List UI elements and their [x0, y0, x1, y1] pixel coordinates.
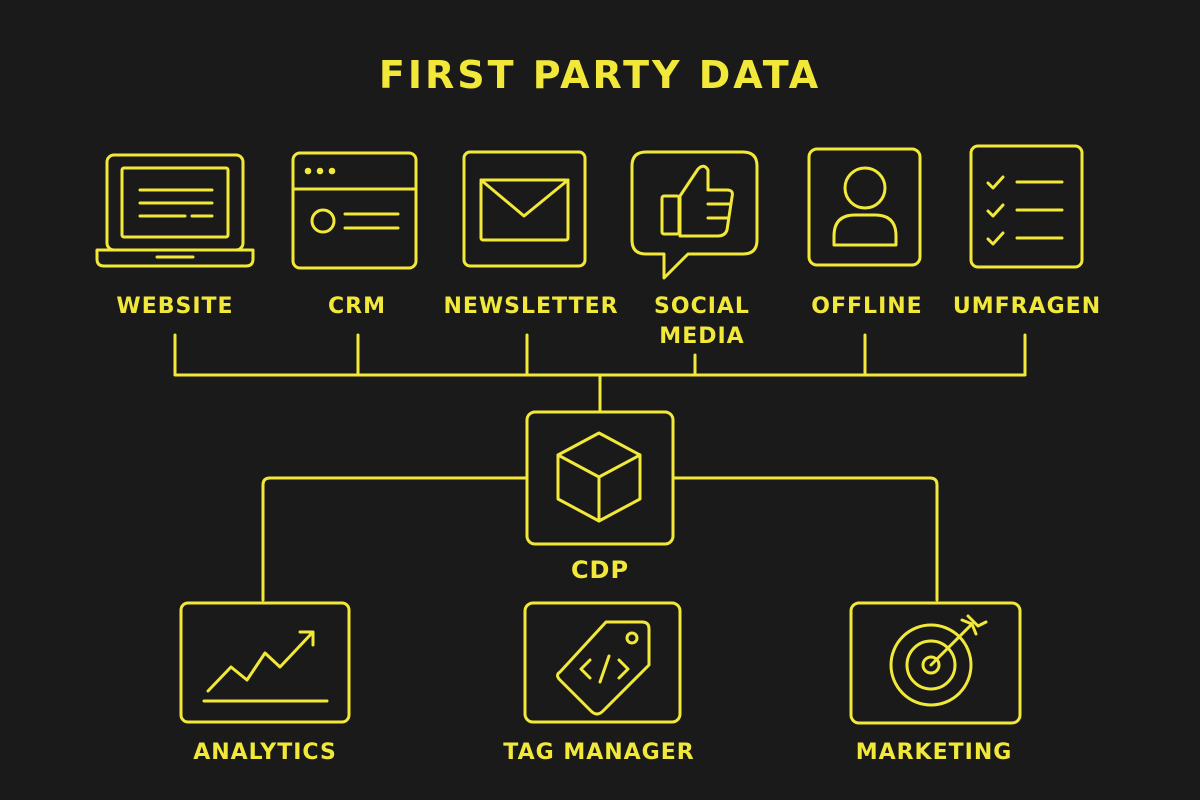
output-label-tag-manager: TAG MANAGER: [503, 740, 695, 765]
envelope-icon: [462, 150, 587, 268]
laptop-icon: [95, 153, 255, 268]
source-label-offline: OFFLINE: [811, 294, 923, 319]
output-connector-lines: [261, 476, 939, 602]
source-label-social-media: SOCIAL MEDIA: [654, 294, 750, 349]
browser-window-icon: [291, 151, 418, 270]
hub-label-cdp: CDP: [570, 556, 630, 584]
source-connector-lines: [173, 333, 1027, 414]
code-tag-icon: [523, 601, 682, 724]
source-label-umfragen: UMFRAGEN: [952, 294, 1102, 319]
output-label-marketing: MARKETING: [855, 740, 1013, 765]
target-icon: [849, 601, 1022, 725]
diagram-title: FIRST PARTY DATA: [378, 53, 822, 97]
source-label-crm: CRM: [328, 294, 386, 319]
output-label-analytics: ANALYTICS: [193, 740, 337, 765]
cube-icon: [525, 410, 675, 546]
thumbs-up-icon: [630, 150, 759, 280]
source-label-website: WEBSITE: [116, 294, 234, 319]
person-icon: [807, 147, 922, 267]
trend-chart-icon: [179, 601, 351, 724]
source-label-newsletter: NEWSLETTER: [443, 294, 619, 319]
checklist-icon: [969, 144, 1084, 269]
